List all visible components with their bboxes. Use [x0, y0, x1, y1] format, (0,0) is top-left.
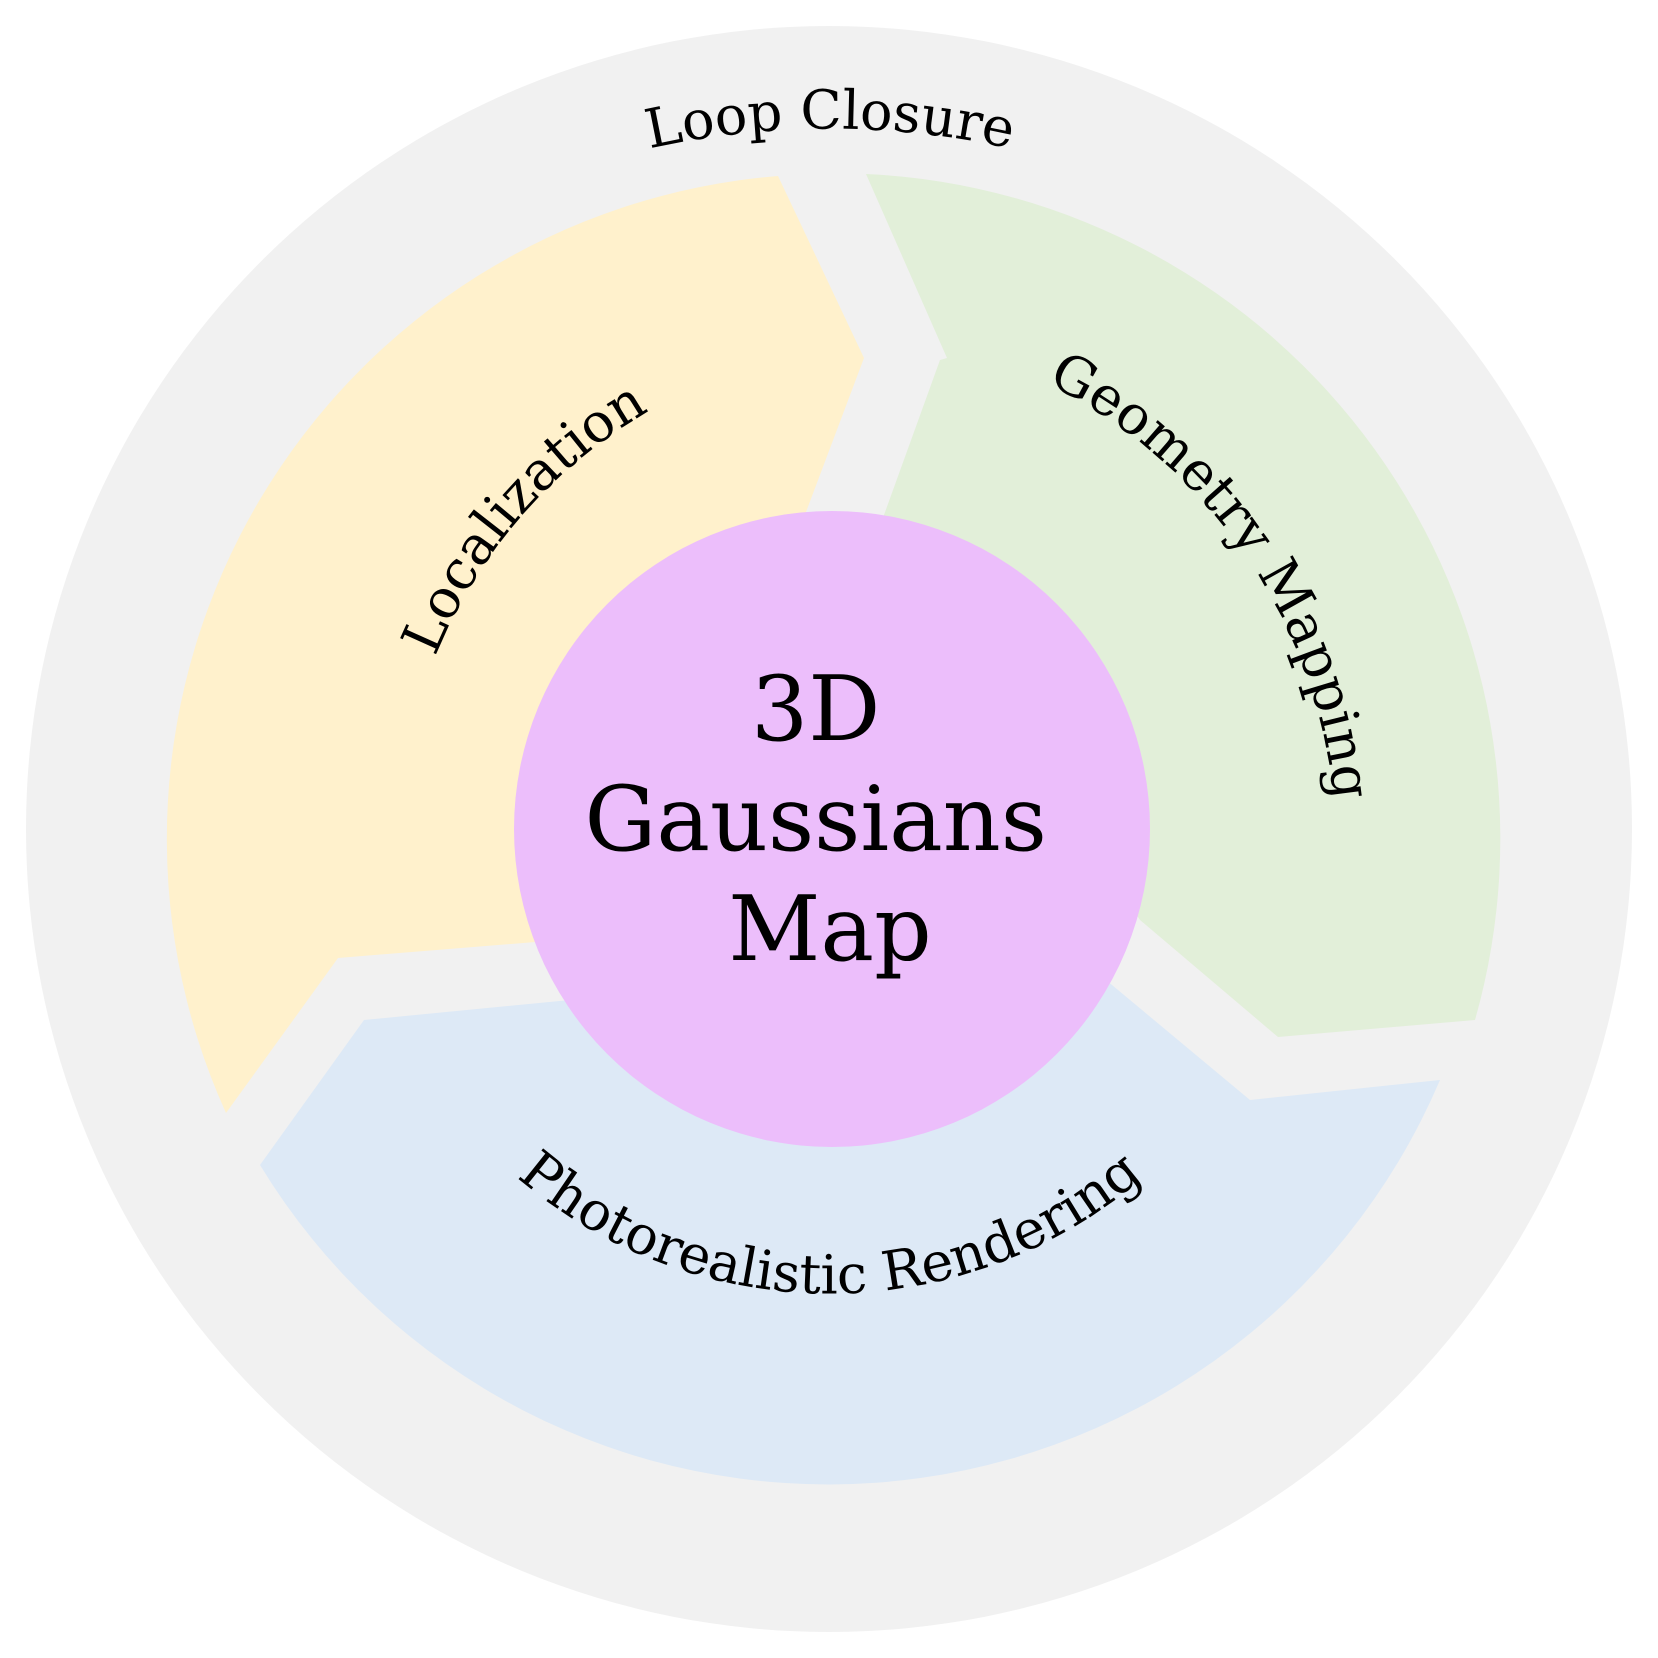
center-label: 3D Gaussians Map — [584, 657, 1075, 982]
photorealistic-rendering-segment — [260, 980, 1440, 1485]
center-circle — [514, 511, 1150, 1147]
center-label-line-3: Map — [728, 877, 931, 982]
center-label-line-1: 3D — [751, 657, 880, 762]
geometry-mapping-segment — [866, 174, 1501, 1037]
localization-segment — [166, 176, 864, 1113]
center-label-line-2: Gaussians — [584, 767, 1046, 872]
